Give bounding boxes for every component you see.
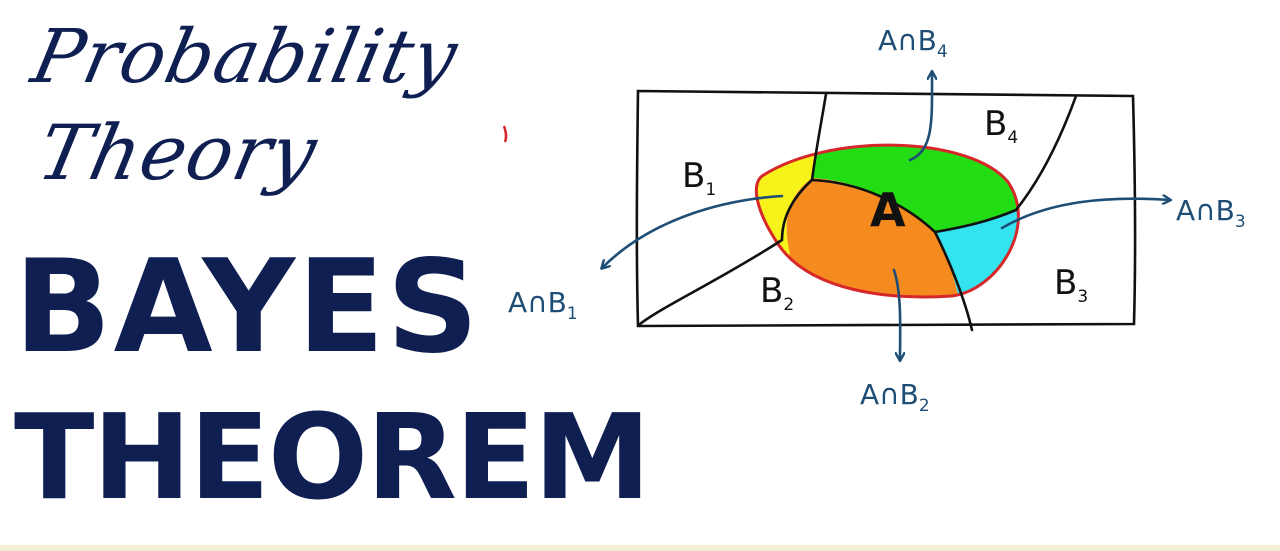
subtitle-probability: Probability [24, 14, 466, 100]
region-a-b4 [812, 145, 1019, 232]
partition-label-b1: B1 [682, 156, 716, 200]
partition-label-b2: B2 [760, 271, 794, 315]
partition-curve-b3-b4 [1014, 94, 1078, 212]
arrow-a-b4 [908, 72, 932, 162]
intersection-label-a-b2: A∩B2 [860, 378, 930, 416]
headline-theorem: THEOREM [14, 388, 651, 526]
partition-label-b4: B4 [984, 104, 1018, 148]
intersection-label-a-b1: A∩B1 [508, 286, 578, 324]
intersection-label-a-b4: A∩B4 [878, 24, 948, 62]
red-pen-mark [502, 125, 508, 143]
intersection-label-a-b3: A∩B3 [1176, 194, 1246, 232]
bottom-strip [0, 545, 1280, 551]
subtitle-theory: Theory [30, 108, 326, 197]
arrow-a-b1 [602, 194, 784, 268]
set-a-label: A [870, 183, 906, 237]
headline-bayes: BAYES [14, 233, 481, 382]
region-a-b3 [935, 210, 1019, 297]
partition-label-b3: B3 [1054, 263, 1088, 307]
venn-partition-diagram: A B1 B2 B3 B4 A∩B1 A∩B2 A∩B3 A∩B4 [502, 24, 1246, 416]
arrow-a-b2 [892, 268, 900, 360]
arrow-a-b3 [1000, 199, 1170, 230]
partition-curve-b1-b2 [638, 92, 828, 326]
sample-space-rectangle [635, 89, 1137, 328]
partition-curve-inner [933, 208, 1018, 234]
